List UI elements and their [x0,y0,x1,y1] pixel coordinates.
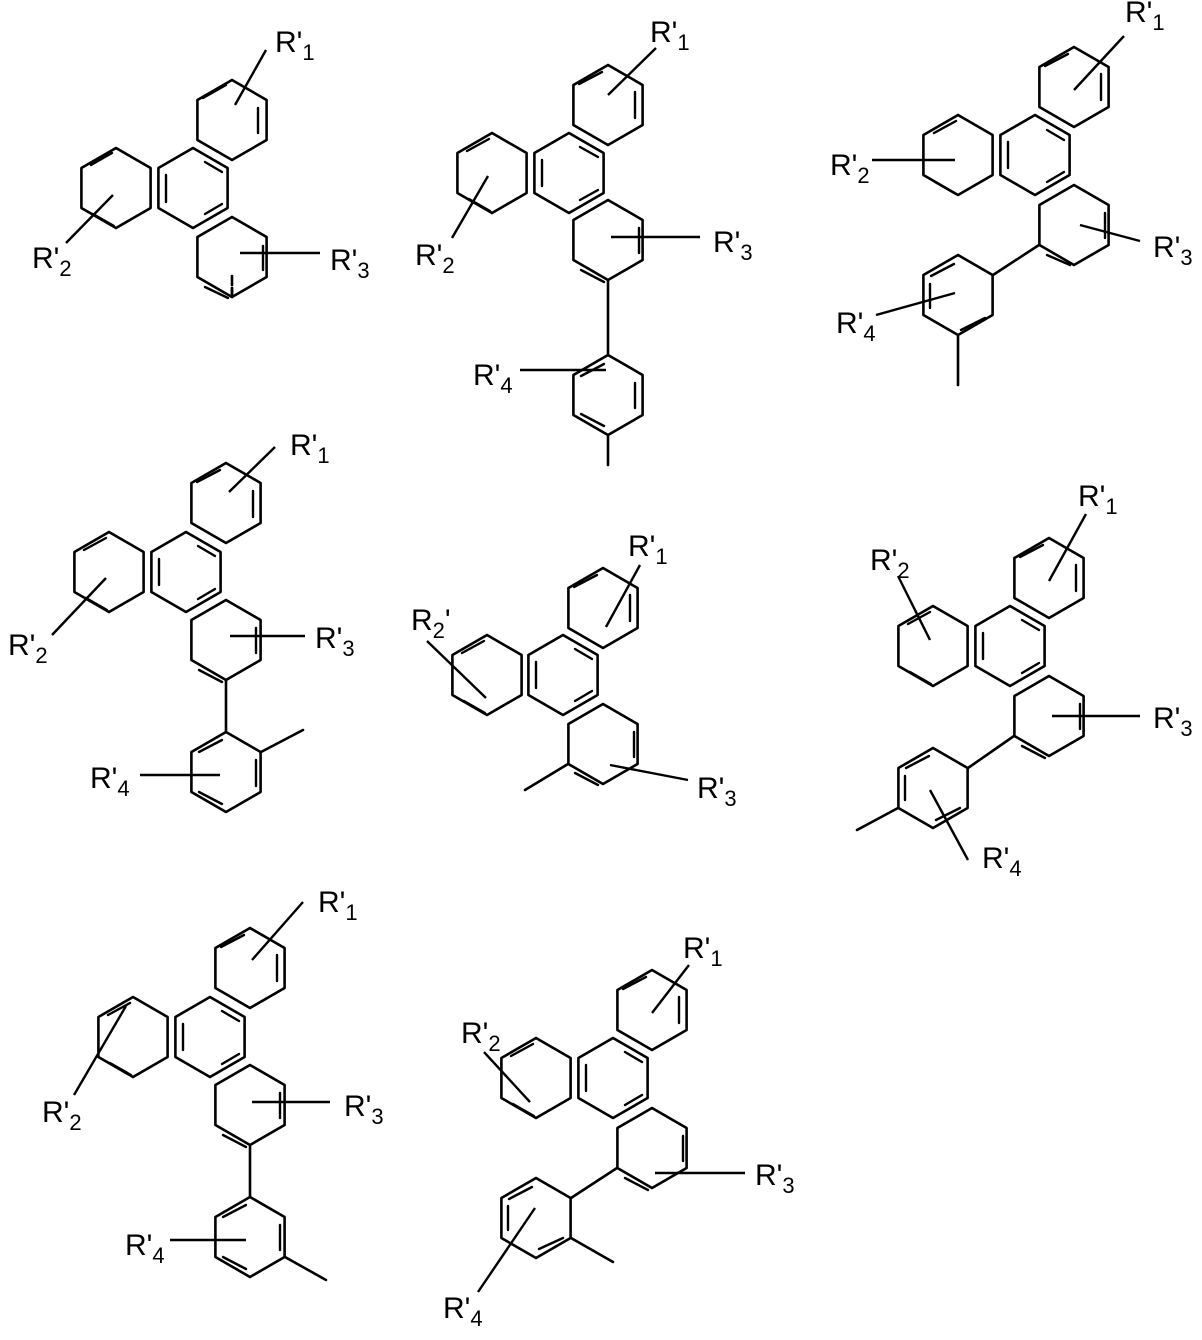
r2-label: R'2 [42,1096,82,1135]
r1-label: R'1 [1125,0,1165,35]
structure-2: R'1 R'2 R'3 R'4 [415,16,753,467]
r2-label: R'2 [461,1017,501,1056]
r2-label: R'2 [8,629,48,668]
structure-3: R'1 R'2 R'3 R'4 [830,0,1193,387]
r2-label: R2' [411,604,451,643]
r2-label: R'2 [830,149,870,188]
r3-label: R'3 [697,772,737,811]
r3-label: R'3 [755,1159,795,1198]
r3-label: R'3 [1153,702,1193,741]
structure-5: R'1 R2' R'3 [411,530,737,811]
r3-label: R'3 [713,226,753,265]
r1-label: R'1 [318,886,358,925]
r4-label: R'4 [836,307,876,346]
r2-label: R'2 [32,242,72,281]
structure-6: R'1 R'2 R'3 R'4 [855,480,1193,881]
structure-1: R'1 R'2 R'3 [32,26,370,300]
r1-label: R'1 [275,26,315,65]
r1-label: R'1 [1078,480,1118,519]
r3-label: R'3 [1153,231,1193,270]
r4-label: R'4 [125,1229,165,1268]
structure-7: R'1 R'2 R'3 R'4 [42,886,384,1282]
r1-label: R'1 [683,932,723,971]
structure-4: R'1 R'2 R'3 R'4 [8,429,355,814]
r3-label: R'3 [344,1090,384,1129]
r4-label: R'4 [90,762,130,801]
r2-label: R'2 [870,544,910,583]
structure-8: R'1 R'2 R'3 R'4 [443,932,795,1331]
r3-label: R'3 [330,244,370,283]
r4-label: R'4 [473,359,513,398]
r1-label: R'1 [290,429,330,468]
r4-label: R'4 [982,842,1022,881]
r4-label: R'4 [443,1292,483,1331]
r1-label: R'1 [650,16,690,55]
r1-label: R'1 [628,530,668,569]
r2-label: R'2 [415,239,455,278]
r3-label: R'3 [315,622,355,661]
